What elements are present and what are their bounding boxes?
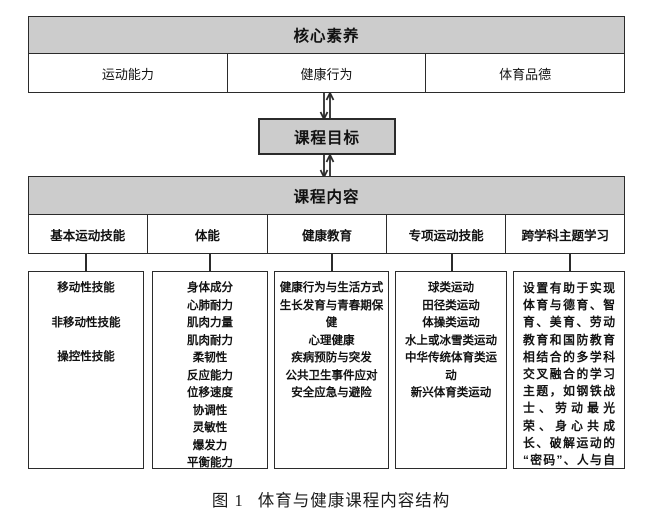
- list-item: 中华传统体育类运动: [405, 352, 497, 382]
- figure-caption-number: 图 1: [211, 491, 244, 510]
- list-item: 球类运动: [428, 282, 474, 294]
- core-literacy-cells: 运动能力 健康行为 体育品德: [29, 54, 625, 92]
- list-item: 肌肉力量: [187, 317, 233, 329]
- list-item: 协调性: [192, 404, 228, 417]
- list-item: 健康行为与生活方式: [279, 282, 384, 294]
- core-literacy-title: 核心素养: [29, 17, 624, 54]
- connector-line-column-2: [331, 254, 333, 271]
- core-literacy-table: 核心素养 运动能力 健康行为 体育品德: [28, 16, 625, 93]
- list-item: 田径类运动: [422, 299, 480, 312]
- list-item: 肌肉耐力: [187, 334, 233, 347]
- course-content-title: 课程内容: [29, 177, 624, 215]
- list-item: 平衡能力: [187, 457, 233, 469]
- list-item: 安全应急与避险: [291, 387, 372, 399]
- connector-line-column-1: [209, 254, 211, 271]
- detail-box-specialized-sport-skills: 球类运动 田径类运动 体操类运动 水上或冰雪类运动 中华传统体育类运动 新兴体育…: [395, 271, 507, 469]
- connector-line-column-4: [569, 254, 571, 271]
- double-arrow-goal-to-content: [319, 155, 335, 177]
- list-item: 爆发力: [192, 439, 228, 452]
- core-literacy-item-1: 健康行为: [227, 54, 427, 92]
- content-column-header-specialized-skills: 专项运动技能: [386, 215, 507, 253]
- detail-paragraph-interdisciplinary-themes: 设置有助于实现体育与德育、智育、美育、劳动教育和国防教育相结合的多学科交叉融合的…: [523, 281, 615, 468]
- content-column-header-basic-motor-skills: 基本运动技能: [29, 215, 148, 253]
- list-item: 疾病预防与突发: [291, 352, 372, 364]
- list-item: 新兴体育类运动: [410, 387, 492, 399]
- list-item: 身体成分: [187, 282, 233, 294]
- detail-list-basic-motor-skills: 移动性技能 非移动性技能 操控性技能: [33, 280, 139, 367]
- list-item: 心肺耐力: [187, 299, 233, 312]
- detail-box-interdisciplinary-themes: 设置有助于实现体育与德育、智育、美育、劳动教育和国防教育相结合的多学科交叉融合的…: [513, 271, 625, 469]
- list-item: 非移动性技能: [51, 316, 121, 329]
- list-item: 灵敏性: [192, 422, 228, 434]
- detail-box-basic-motor-skills: 移动性技能 非移动性技能 操控性技能: [28, 271, 144, 469]
- detail-list-health-education: 健康行为与生活方式 生长发育与青春期保健 心理健康 疾病预防与突发 公共卫生事件…: [279, 280, 384, 403]
- list-item: 体操类运动: [422, 317, 480, 329]
- figure-caption-text: 体育与健康课程内容结构: [257, 491, 451, 510]
- list-item: 移动性技能: [57, 282, 115, 294]
- double-arrow-literacy-to-goal: [319, 93, 335, 119]
- course-content-header-row: 基本运动技能 体能 健康教育 专项运动技能 跨学科主题学习: [29, 215, 625, 253]
- list-item: 心理健康: [308, 334, 355, 347]
- figure-caption: 图 1 体育与健康课程内容结构: [0, 487, 662, 511]
- list-item: 反应能力: [187, 369, 233, 382]
- connector-line-column-0: [85, 254, 87, 271]
- detail-box-physical-fitness: 身体成分 心肺耐力 肌肉力量 肌肉耐力 柔韧性 反应能力 位移速度 协调性 灵敏…: [152, 271, 268, 469]
- content-column-header-health-education: 健康教育: [268, 215, 387, 253]
- core-literacy-item-0: 运动能力: [29, 54, 228, 92]
- detail-list-physical-fitness: 身体成分 心肺耐力 肌肉力量 肌肉耐力 柔韧性 反应能力 位移速度 协调性 灵敏…: [157, 280, 263, 469]
- list-item: 水上或冰雪类运动: [405, 334, 497, 347]
- connector-line-column-3: [451, 254, 453, 271]
- list-item: 柔韧性: [192, 352, 228, 364]
- detail-list-specialized-sport-skills: 球类运动 田径类运动 体操类运动 水上或冰雪类运动 中华传统体育类运动 新兴体育…: [400, 280, 502, 403]
- content-column-header-interdisciplinary: 跨学科主题学习: [506, 215, 625, 253]
- list-item: 生长发育与青春期保健: [279, 299, 384, 330]
- course-content-table: 课程内容 基本运动技能 体能 健康教育 专项运动技能 跨学科主题学习: [28, 176, 625, 254]
- list-item: 公共卫生事件应对: [285, 369, 378, 382]
- list-item: 操控性技能: [57, 351, 115, 363]
- detail-box-health-education: 健康行为与生活方式 生长发育与青春期保健 心理健康 疾病预防与突发 公共卫生事件…: [274, 271, 389, 469]
- core-literacy-item-2: 体育品德: [426, 54, 625, 92]
- list-item: 位移速度: [187, 387, 233, 399]
- course-goal-box: 课程目标: [258, 118, 396, 155]
- content-column-header-physical-fitness: 体能: [147, 215, 269, 253]
